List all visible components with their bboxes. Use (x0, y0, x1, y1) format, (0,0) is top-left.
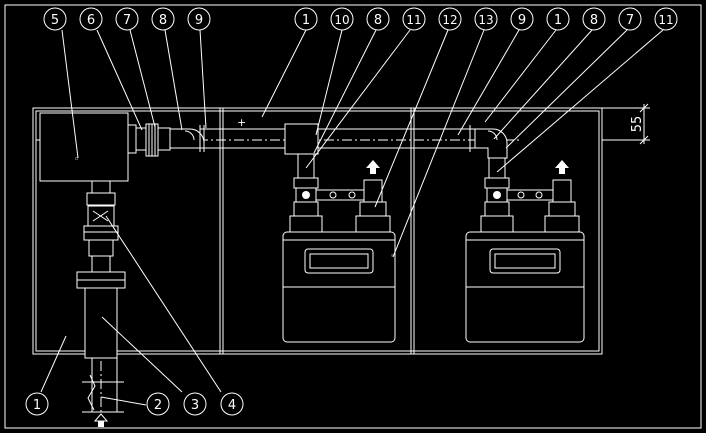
svg-text:◦: ◦ (74, 155, 79, 165)
bottom-callouts: 1 2 3 4 (25, 392, 244, 416)
meter-2-connection (480, 157, 580, 233)
callout-bottom-2: 2 (154, 398, 162, 413)
gas-meter-1: ◦ (282, 231, 396, 343)
callout-6: 6 (87, 13, 95, 28)
callout-13: 13 (478, 13, 493, 27)
elbow-right (469, 125, 508, 159)
callout-12: 12 (442, 13, 457, 27)
regulator-box: ◦ (39, 112, 129, 182)
callout-bottom-1: 1 (33, 398, 41, 413)
svg-text:◦: ◦ (390, 252, 394, 260)
leader-lines (40, 29, 664, 406)
callout-1b: 1 (554, 13, 562, 28)
top-callouts: 5 6 7 8 9 1 10 8 11 12 13 9 1 8 7 11 (43, 7, 678, 31)
callout-9: 9 (195, 13, 203, 28)
callout-11b: 11 (658, 13, 673, 27)
callout-bottom-4: 4 (228, 398, 236, 413)
cabinet (32, 107, 603, 355)
dimension-55: 55 (602, 103, 650, 145)
elbow-left (169, 125, 205, 152)
svg-text:+: + (237, 116, 246, 129)
gas-meter-2 (465, 231, 585, 343)
callout-8: 8 (159, 13, 167, 28)
tee-fitting (284, 123, 319, 155)
callout-8c: 8 (590, 13, 598, 28)
callout-bottom-3: 3 (191, 398, 199, 413)
callout-7: 7 (123, 13, 131, 28)
callout-8b: 8 (374, 13, 382, 28)
callout-7b: 7 (626, 13, 634, 28)
callout-9b: 9 (518, 13, 526, 28)
callout-5: 5 (51, 13, 59, 28)
dimension-label: 55 (630, 116, 645, 133)
supply-riser (76, 180, 126, 427)
callout-10: 10 (334, 13, 349, 27)
callout-1: 1 (302, 13, 310, 28)
meter-1-connection (289, 153, 391, 233)
callout-11: 11 (406, 13, 421, 27)
drawing-frame (4, 4, 702, 429)
regulator-fittings (127, 123, 171, 157)
